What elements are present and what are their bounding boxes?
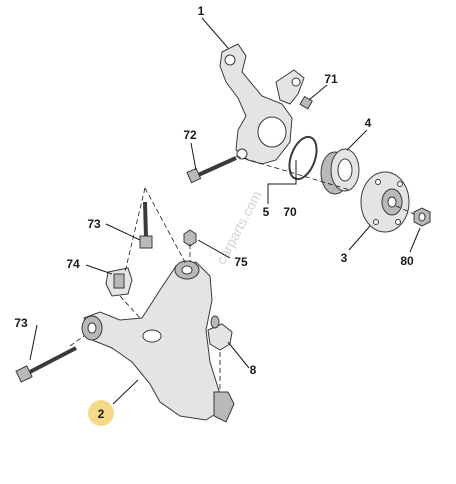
lower-control-arm [81, 260, 235, 423]
bolt-72 [186, 156, 237, 184]
circlip [288, 135, 318, 181]
callout-labels: 1 71 72 4 5 70 73 75 74 3 80 73 8 2 [14, 4, 414, 421]
steering-knuckle [219, 43, 305, 165]
label-5: 5 [263, 205, 270, 219]
label-74: 74 [66, 257, 80, 271]
hub-nut [413, 207, 431, 227]
bolt-73-upper [139, 201, 153, 249]
label-73-lower: 73 [14, 316, 28, 330]
label-72: 72 [183, 128, 197, 142]
label-75: 75 [234, 255, 248, 269]
bracket-74 [105, 267, 133, 297]
highlight-circle [88, 400, 114, 426]
wheel-hub [360, 171, 410, 233]
label-1: 1 [198, 4, 205, 18]
bolt-73-lower [15, 346, 77, 383]
label-80: 80 [400, 254, 414, 268]
label-4: 4 [365, 116, 372, 130]
label-2: 2 [98, 407, 105, 421]
label-71: 71 [324, 72, 338, 86]
label-8: 8 [250, 363, 257, 377]
label-73-upper: 73 [87, 217, 101, 231]
assembly-guides [69, 155, 415, 392]
leader-lines [29, 17, 421, 405]
label-3: 3 [341, 251, 348, 265]
bushing-8 [207, 315, 233, 351]
label-70: 70 [283, 205, 297, 219]
nut-75 [183, 229, 197, 247]
